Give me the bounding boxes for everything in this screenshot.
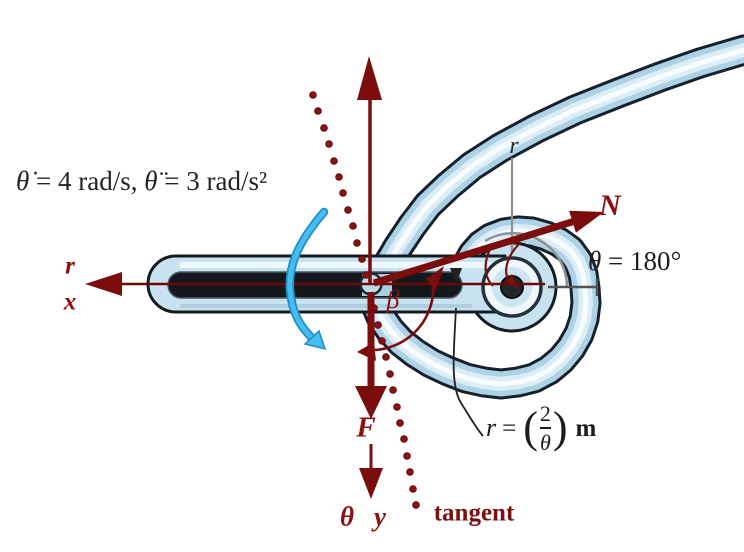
f-arrowhead bbox=[355, 386, 387, 419]
n-force-label: N bbox=[599, 189, 621, 222]
n-force-arrow bbox=[372, 210, 604, 287]
vertical-axis-up-arrow bbox=[357, 56, 382, 284]
pivot-rotation-arrowhead bbox=[506, 274, 518, 290]
beta-arrowhead-upper bbox=[426, 266, 444, 290]
close-paren: ) bbox=[552, 403, 568, 453]
spiral-equation: r = ( 2 θ ) m bbox=[486, 401, 597, 456]
theta-ddot-symbol: θ̈ bbox=[144, 166, 158, 196]
theta-position-label: θ = 180° bbox=[588, 246, 682, 276]
r-axis-label: r bbox=[65, 252, 75, 280]
f-force-arrow bbox=[355, 292, 387, 419]
up-arrowhead bbox=[357, 56, 382, 100]
angular-velocity-arrowhead bbox=[303, 329, 327, 351]
x-axis-arrow bbox=[85, 272, 545, 296]
open-paren: ( bbox=[523, 403, 538, 453]
fraction-bar bbox=[539, 427, 551, 430]
x-axis-arrowhead bbox=[85, 272, 122, 296]
axes-and-forces bbox=[85, 56, 604, 499]
theta-axis-label: θ bbox=[339, 501, 355, 532]
f-force-label: F bbox=[356, 411, 376, 444]
beta-angle-arc bbox=[357, 266, 444, 361]
pivot-collar bbox=[481, 256, 543, 318]
theta-angle-arc bbox=[484, 231, 569, 287]
r-dimension-label: r bbox=[509, 133, 519, 159]
leader-arrowhead bbox=[450, 268, 462, 284]
beta-angle-label: β bbox=[386, 285, 400, 314]
y-axis-label: y bbox=[374, 501, 386, 532]
y-axis-down-arrow bbox=[359, 444, 383, 499]
x-axis-label: x bbox=[63, 288, 77, 316]
fraction: 2 θ bbox=[539, 401, 551, 456]
spiral-tube bbox=[358, 34, 744, 400]
beta-arrowhead-lower bbox=[357, 342, 376, 361]
n-arrowhead bbox=[569, 210, 604, 233]
tangent-label: tangent bbox=[433, 499, 515, 527]
theta-reference-line bbox=[548, 278, 599, 296]
reference-lines bbox=[484, 158, 599, 296]
theta-dot-symbol: θ̇ bbox=[16, 166, 30, 196]
spiral-equation-leader bbox=[450, 268, 484, 437]
tangent-dotted-line bbox=[309, 91, 420, 509]
y-axis-arrowhead bbox=[359, 468, 383, 499]
pivot-rotation-arrow bbox=[484, 242, 521, 290]
rate-equations: θ̇ = 4 rad/s, θ̈ = 3 rad/s² bbox=[16, 166, 268, 196]
angular-velocity-arrow bbox=[285, 207, 329, 351]
